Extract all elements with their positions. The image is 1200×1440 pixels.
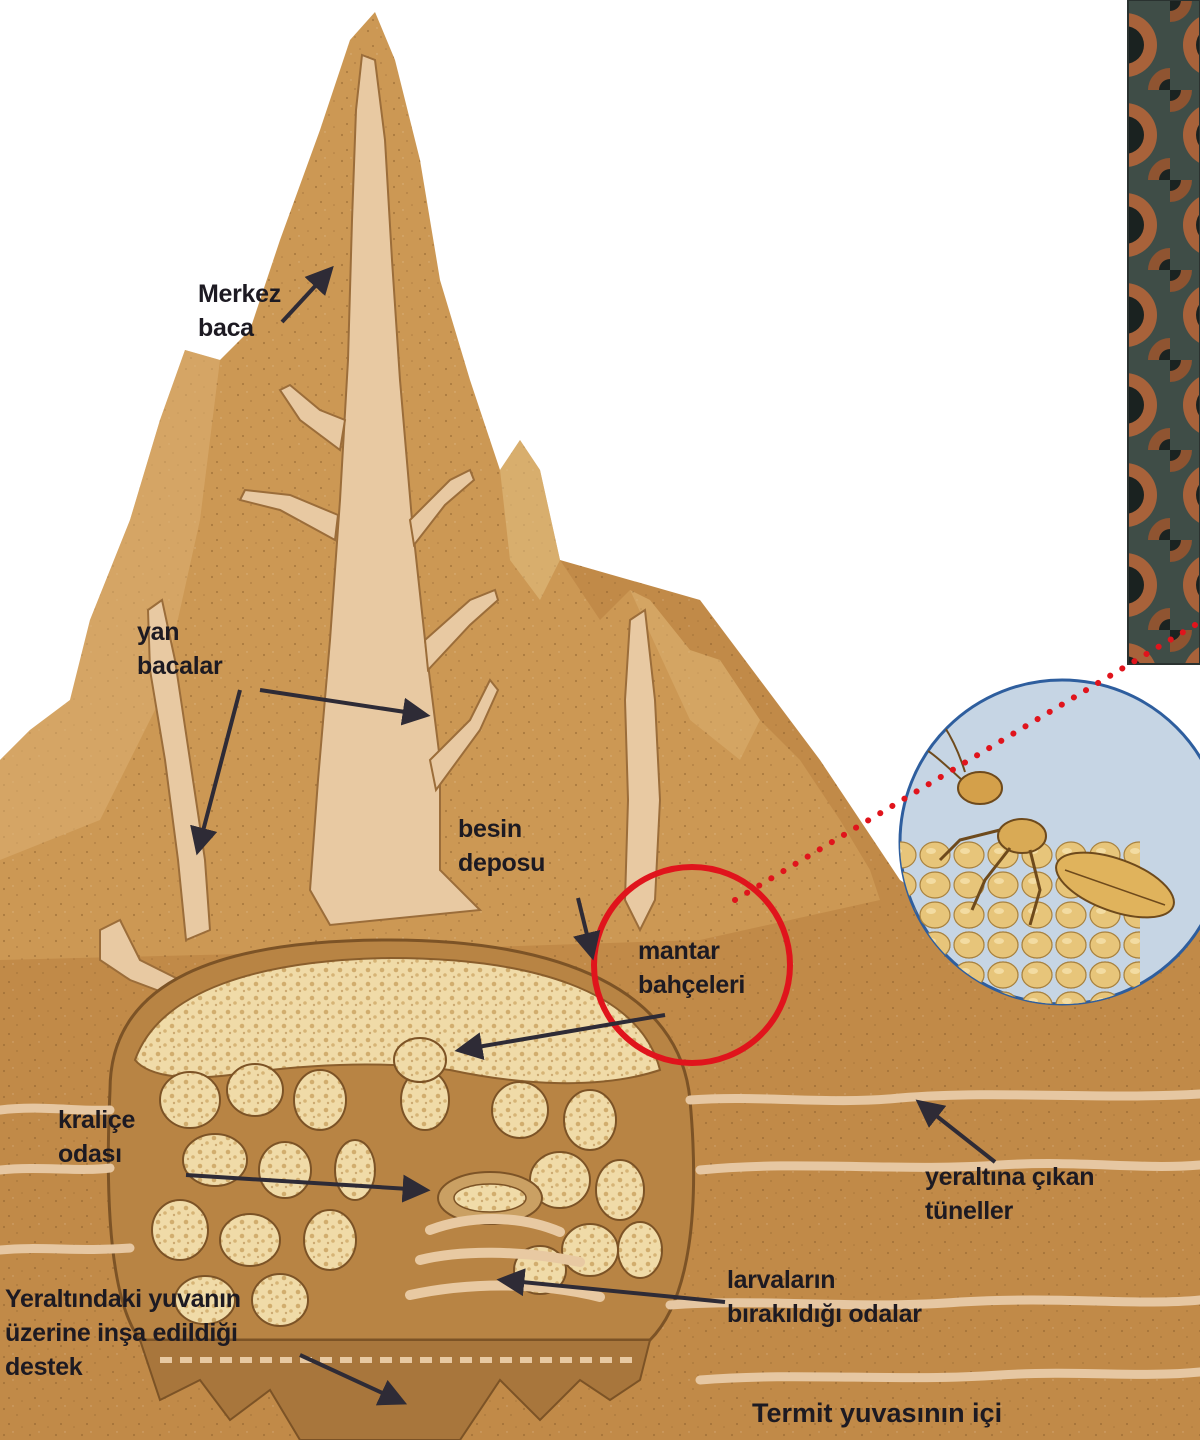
fungus-comb xyxy=(252,1274,308,1326)
label-yan-bacalar: yan bacalar xyxy=(137,615,222,683)
fungus-comb xyxy=(618,1222,662,1278)
label-line: bacalar xyxy=(137,649,222,683)
label-line: yan xyxy=(137,615,222,649)
label-mantar-bahceleri: mantar bahçeleri xyxy=(638,934,745,1002)
fungus-comb xyxy=(160,1072,220,1128)
fungus-comb xyxy=(596,1160,644,1220)
fungus-comb xyxy=(227,1064,283,1116)
label-line: üzerine inşa edildiği xyxy=(5,1316,241,1350)
label-besin-deposu: besin deposu xyxy=(458,812,545,880)
label-line: destek xyxy=(5,1350,241,1384)
fungus-comb xyxy=(564,1090,616,1150)
label-line: bahçeleri xyxy=(638,968,745,1002)
fungus-comb xyxy=(562,1224,618,1276)
fungus-comb xyxy=(492,1082,548,1138)
fungus-comb xyxy=(152,1200,208,1260)
fungus-comb xyxy=(304,1210,356,1270)
label-line: bırakıldığı odalar xyxy=(727,1297,922,1331)
label-yeraltindaki-destek: Yeraltındaki yuvanın üzerine inşa edildi… xyxy=(5,1282,241,1384)
figure-caption: Termit yuvasının içi xyxy=(752,1398,1002,1429)
label-line: yeraltına çıkan xyxy=(925,1160,1094,1194)
fungus-comb xyxy=(294,1070,346,1130)
fungus-comb xyxy=(220,1214,280,1266)
label-line: tüneller xyxy=(925,1194,1094,1228)
label-yeraltina-cikan-tuneller: yeraltına çıkan tüneller xyxy=(925,1160,1094,1228)
label-larvalarin-birakildigi-odalar: larvaların bırakıldığı odalar xyxy=(727,1263,922,1331)
label-kralice-odasi: kraliçe odası xyxy=(58,1103,135,1171)
label-merkez-baca: Merkez baca xyxy=(198,277,281,345)
honeycomb-photo xyxy=(1128,0,1200,664)
fungus-comb xyxy=(335,1140,375,1200)
label-line: odası xyxy=(58,1137,135,1171)
fungus-comb xyxy=(259,1142,311,1198)
label-line: baca xyxy=(198,311,281,345)
label-line: deposu xyxy=(458,846,545,880)
fungus-comb xyxy=(394,1038,446,1082)
label-line: kraliçe xyxy=(58,1103,135,1137)
label-line: mantar xyxy=(638,934,745,968)
label-line: larvaların xyxy=(727,1263,922,1297)
label-line: Yeraltındaki yuvanın xyxy=(5,1282,241,1316)
label-line: besin xyxy=(458,812,545,846)
label-line: Merkez xyxy=(198,277,281,311)
